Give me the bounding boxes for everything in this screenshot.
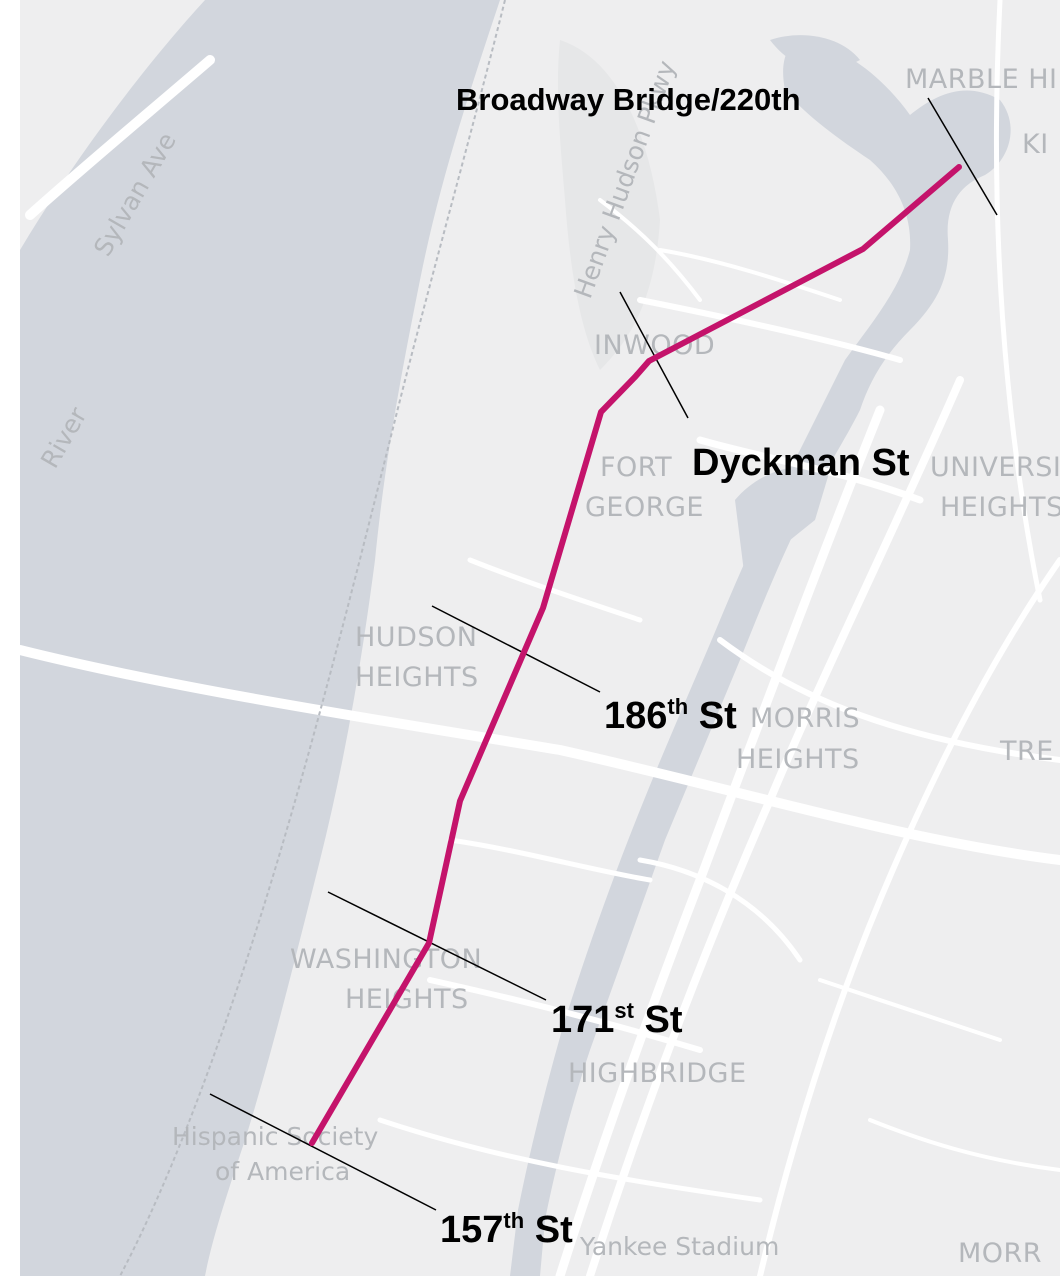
place-label-of-america: of America <box>215 1157 350 1186</box>
stop-label-171st-base: 171 <box>551 999 614 1041</box>
place-label-yankee-stadium: Yankee Stadium <box>579 1232 779 1261</box>
stop-label-186th-suffix: St <box>688 695 737 737</box>
bay-water <box>770 35 860 75</box>
route-line <box>309 164 962 1146</box>
neighborhood-label-university: UNIVERSITY <box>930 452 1060 483</box>
stop-label-186th-st: 186th St <box>604 694 737 737</box>
inlet-water <box>735 466 830 580</box>
stop-label-dyckman-st: Dyckman St <box>692 442 910 484</box>
stop-label-157th-sup: th <box>503 1208 524 1233</box>
hudson-river <box>20 0 500 1276</box>
neighborhood-label-tremont: TRE <box>999 736 1054 767</box>
tick-157th-st <box>209 1093 437 1211</box>
place-label-hispanic-society: Hispanic Society <box>172 1122 378 1151</box>
neighborhood-label-heights-hudson: HEIGHTS <box>355 662 479 693</box>
stop-label-broadway-bridge: Broadway Bridge/220th <box>456 82 801 117</box>
neighborhood-label-highbridge: HIGHBRIDGE <box>568 1058 747 1089</box>
stop-label-157th-st: 157th St <box>440 1208 573 1251</box>
stop-label-186th-sup: th <box>667 694 688 719</box>
road-network <box>15 0 1060 1276</box>
neighborhood-label-heights-washington: HEIGHTS <box>345 984 469 1015</box>
stop-label-157th-suffix: St <box>524 1209 573 1251</box>
stop-label-186th-base: 186 <box>604 695 667 737</box>
neighborhood-label-marble-hill: MARBLE HILL <box>905 64 1060 95</box>
neighborhood-label-kingsbridge: KI <box>1022 129 1049 160</box>
stop-label-171st-st: 171st St <box>551 998 683 1041</box>
stop-label-171st-suffix: St <box>634 999 683 1041</box>
neighborhood-label-hudson: HUDSON <box>355 622 477 653</box>
neighborhood-label-george: GEORGE <box>585 492 704 523</box>
hudson-rail-line <box>119 0 506 1276</box>
neighborhood-label-heights-university: HEIGHTS <box>940 492 1060 523</box>
stop-label-171st-sup: st <box>614 998 634 1023</box>
neighborhood-label-washington: WASHINGTON <box>290 944 482 975</box>
neighborhood-label-fort: FORT <box>600 452 672 483</box>
harlem-river <box>510 40 1011 1276</box>
tick-broadway-bridge <box>927 97 998 216</box>
tick-171st-st <box>327 891 547 1001</box>
neighborhood-label-heights-morris: HEIGHTS <box>736 744 860 775</box>
neighborhood-label-morrisania: MORR <box>958 1238 1042 1269</box>
station-ticks <box>209 97 998 1211</box>
tick-186th-st <box>431 605 601 693</box>
stop-label-157th-base: 157 <box>440 1209 503 1251</box>
neighborhood-label-morris: MORRIS <box>750 703 860 734</box>
